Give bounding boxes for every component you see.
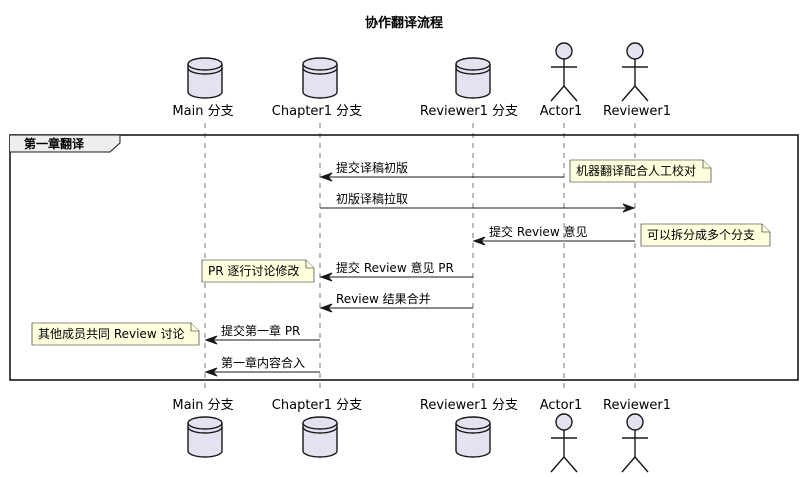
note-text: 其他成员共同 Review 讨论 — [38, 327, 184, 341]
participant-label-bottom-chapter1: Chapter1 分支 — [272, 398, 362, 413]
arrowhead-icon — [319, 272, 333, 282]
participant-label-top-reviewer1: Reviewer1 — [603, 104, 671, 119]
note-3: 其他成员共同 Review 讨论 — [31, 322, 200, 346]
database-icon — [302, 416, 338, 458]
group-frame: 第一章翻译 — [9, 134, 799, 381]
message-0: 提交译稿初版 — [319, 160, 564, 182]
diagram-title: 协作翻译流程 — [365, 15, 443, 31]
note-2: PR 逐行讨论修改 — [201, 259, 315, 283]
note-fold — [761, 224, 770, 233]
actor-icon — [621, 42, 649, 102]
database-icon — [455, 416, 491, 458]
note-fold — [190, 323, 199, 332]
note-0: 机器翻译配合人工校对 — [569, 159, 712, 183]
group-frame-box — [9, 134, 799, 381]
arrowhead-icon — [622, 203, 636, 213]
actor-icon — [550, 42, 578, 102]
note-text: 机器翻译配合人工校对 — [576, 163, 696, 178]
note-text: PR 逐行讨论修改 — [208, 263, 299, 278]
note-box — [201, 259, 315, 283]
message-label: 第一章内容合入 — [221, 355, 305, 370]
note-box — [640, 223, 771, 247]
message-label: 提交第一章 PR — [221, 323, 300, 338]
participant-label-bottom-actor1: Actor1 — [540, 398, 582, 413]
message-label: 初版译稿拉取 — [336, 191, 408, 206]
note-box — [569, 159, 712, 183]
group-label: 第一章翻译 — [24, 136, 85, 151]
participant-label-bottom-reviewer1_branch: Reviewer1 分支 — [420, 398, 518, 413]
participant-label-top-reviewer1_branch: Reviewer1 分支 — [420, 104, 518, 119]
database-icon — [187, 57, 223, 99]
actor-icon — [550, 413, 578, 473]
note-fold — [305, 260, 314, 269]
group-frame-tab — [10, 134, 121, 153]
message-label: 提交 Review 意见 PR — [336, 260, 454, 275]
participants: Main 分支 Main 分支 Chapter1 分支 Chapter1 分支 Revi… — [172, 42, 671, 473]
participant-label-bottom-reviewer1: Reviewer1 — [603, 398, 671, 413]
note-text: 可以拆分成多个分支 — [647, 227, 755, 242]
message-4: Review 结果合并 — [319, 291, 473, 313]
message-6: 第一章内容合入 — [204, 355, 320, 377]
participant-label-top-chapter1: Chapter1 分支 — [272, 104, 362, 119]
note-fold — [702, 160, 711, 169]
database-icon — [455, 57, 491, 99]
database-icon — [187, 416, 223, 458]
message-1: 初版译稿拉取 — [320, 191, 636, 213]
participant-label-top-actor1: Actor1 — [540, 104, 582, 119]
arrowhead-icon — [319, 303, 333, 313]
database-icon — [302, 57, 338, 99]
message-5: 提交第一章 PR — [204, 323, 320, 345]
participant-label-top-main: Main 分支 — [172, 104, 233, 119]
arrowhead-icon — [472, 236, 486, 246]
message-3: 提交 Review 意见 PR — [319, 260, 473, 282]
note-box — [31, 322, 200, 346]
participant-label-bottom-main: Main 分支 — [172, 398, 233, 413]
arrowhead-icon — [319, 172, 333, 182]
message-label: 提交 Review 意见 — [489, 224, 587, 239]
arrowhead-icon — [204, 367, 218, 377]
message-label: Review 结果合并 — [336, 291, 431, 306]
arrowhead-icon — [204, 335, 218, 345]
message-label: 提交译稿初版 — [336, 160, 408, 175]
note-1: 可以拆分成多个分支 — [640, 223, 771, 247]
actor-icon — [621, 413, 649, 473]
message-2: 提交 Review 意见 — [472, 224, 635, 246]
